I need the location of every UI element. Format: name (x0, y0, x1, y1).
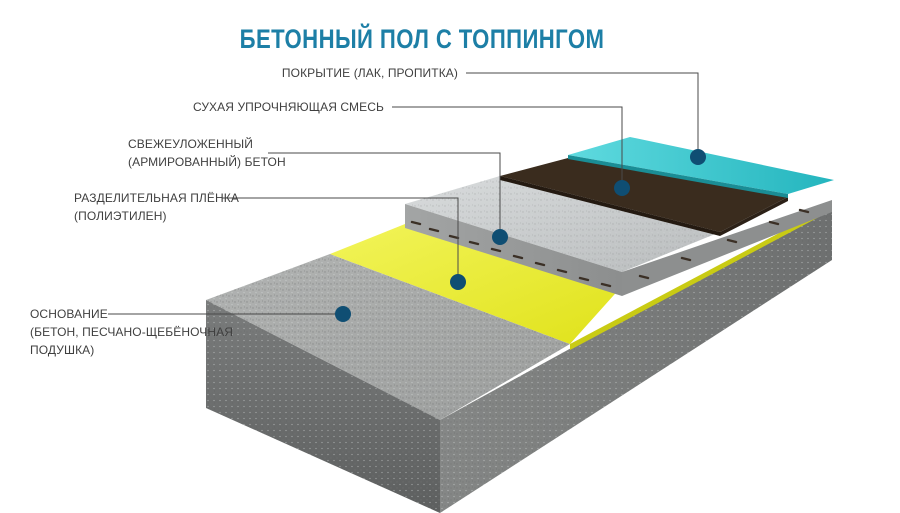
film-layer (330, 205, 832, 350)
leader-line-coating (466, 72, 699, 157)
concrete-right-face (622, 200, 832, 296)
base-layer (206, 205, 832, 513)
marker-film (450, 274, 466, 290)
concrete-front-face (405, 204, 622, 296)
dry-mix-layer (500, 158, 788, 236)
leader-line-film (222, 197, 459, 282)
label-fresh-concrete: СВЕЖЕУЛОЖЕННЫЙ (АРМИРОВАННЫЙ) БЕТОН (128, 135, 286, 171)
label-base-line-3: ПОДУШКА) (30, 343, 95, 357)
leader-lines (108, 72, 699, 315)
label-dry-mix-line-1: СУХАЯ УПРОЧНЯЮЩАЯ СМЕСЬ (192, 100, 384, 114)
leader-line-dry-mix (392, 106, 623, 188)
marker-base (335, 306, 351, 322)
label-coating: ПОКРЫТИЕ (ЛАК, ПРОПИТКА) (282, 64, 458, 82)
dry-mix-front-face (500, 176, 720, 236)
label-base-line-2: (БЕТОН, ПЕСЧАНО-ЩЕБЁНОЧНАЯ (30, 325, 234, 339)
label-fresh-concrete-line-2: (АРМИРОВАННЫЙ) БЕТОН (128, 155, 286, 169)
film-top-face (330, 224, 622, 344)
concrete-layer (405, 176, 832, 296)
marker-coating (690, 149, 706, 165)
dry-mix-right-face (720, 197, 788, 236)
concrete-top-texture (405, 176, 720, 272)
marker-concrete (492, 229, 508, 245)
diagram-title: БЕТОННЫЙ ПОЛ С ТОППИНГОМ (239, 24, 605, 54)
label-base: ОСНОВАНИЕ (БЕТОН, ПЕСЧАНО-ЩЕБЁНОЧНАЯ ПОД… (30, 305, 233, 359)
label-base-line-1: ОСНОВАНИЕ (30, 307, 108, 321)
leader-line-concrete (268, 152, 501, 237)
marker-dry-mix (614, 180, 630, 196)
coating-layer (568, 137, 834, 198)
base-right-texture (440, 205, 832, 513)
film-edge (570, 205, 832, 350)
rebar-stubs (410, 208, 810, 288)
coating-top-face (568, 137, 834, 194)
base-front-texture (206, 300, 440, 513)
markers (335, 149, 706, 322)
label-coating-line-1: ПОКРЫТИЕ (ЛАК, ПРОПИТКА) (281, 66, 458, 80)
label-film-line-2: (ПОЛИЭТИЛЕН) (74, 209, 167, 223)
label-film: РАЗДЕЛИТЕЛЬНАЯ ПЛЁНКА (ПОЛИЭТИЛЕН) (74, 189, 239, 225)
label-dry-mix: СУХАЯ УПРОЧНЯЮЩАЯ СМЕСЬ (193, 98, 384, 116)
base-top-texture (206, 254, 570, 420)
coating-front-face (568, 155, 788, 198)
dry-mix-top-face (500, 158, 788, 232)
label-film-line-1: РАЗДЕЛИТЕЛЬНАЯ ПЛЁНКА (74, 191, 239, 205)
label-fresh-concrete-line-1: СВЕЖЕУЛОЖЕННЫЙ (128, 137, 253, 151)
